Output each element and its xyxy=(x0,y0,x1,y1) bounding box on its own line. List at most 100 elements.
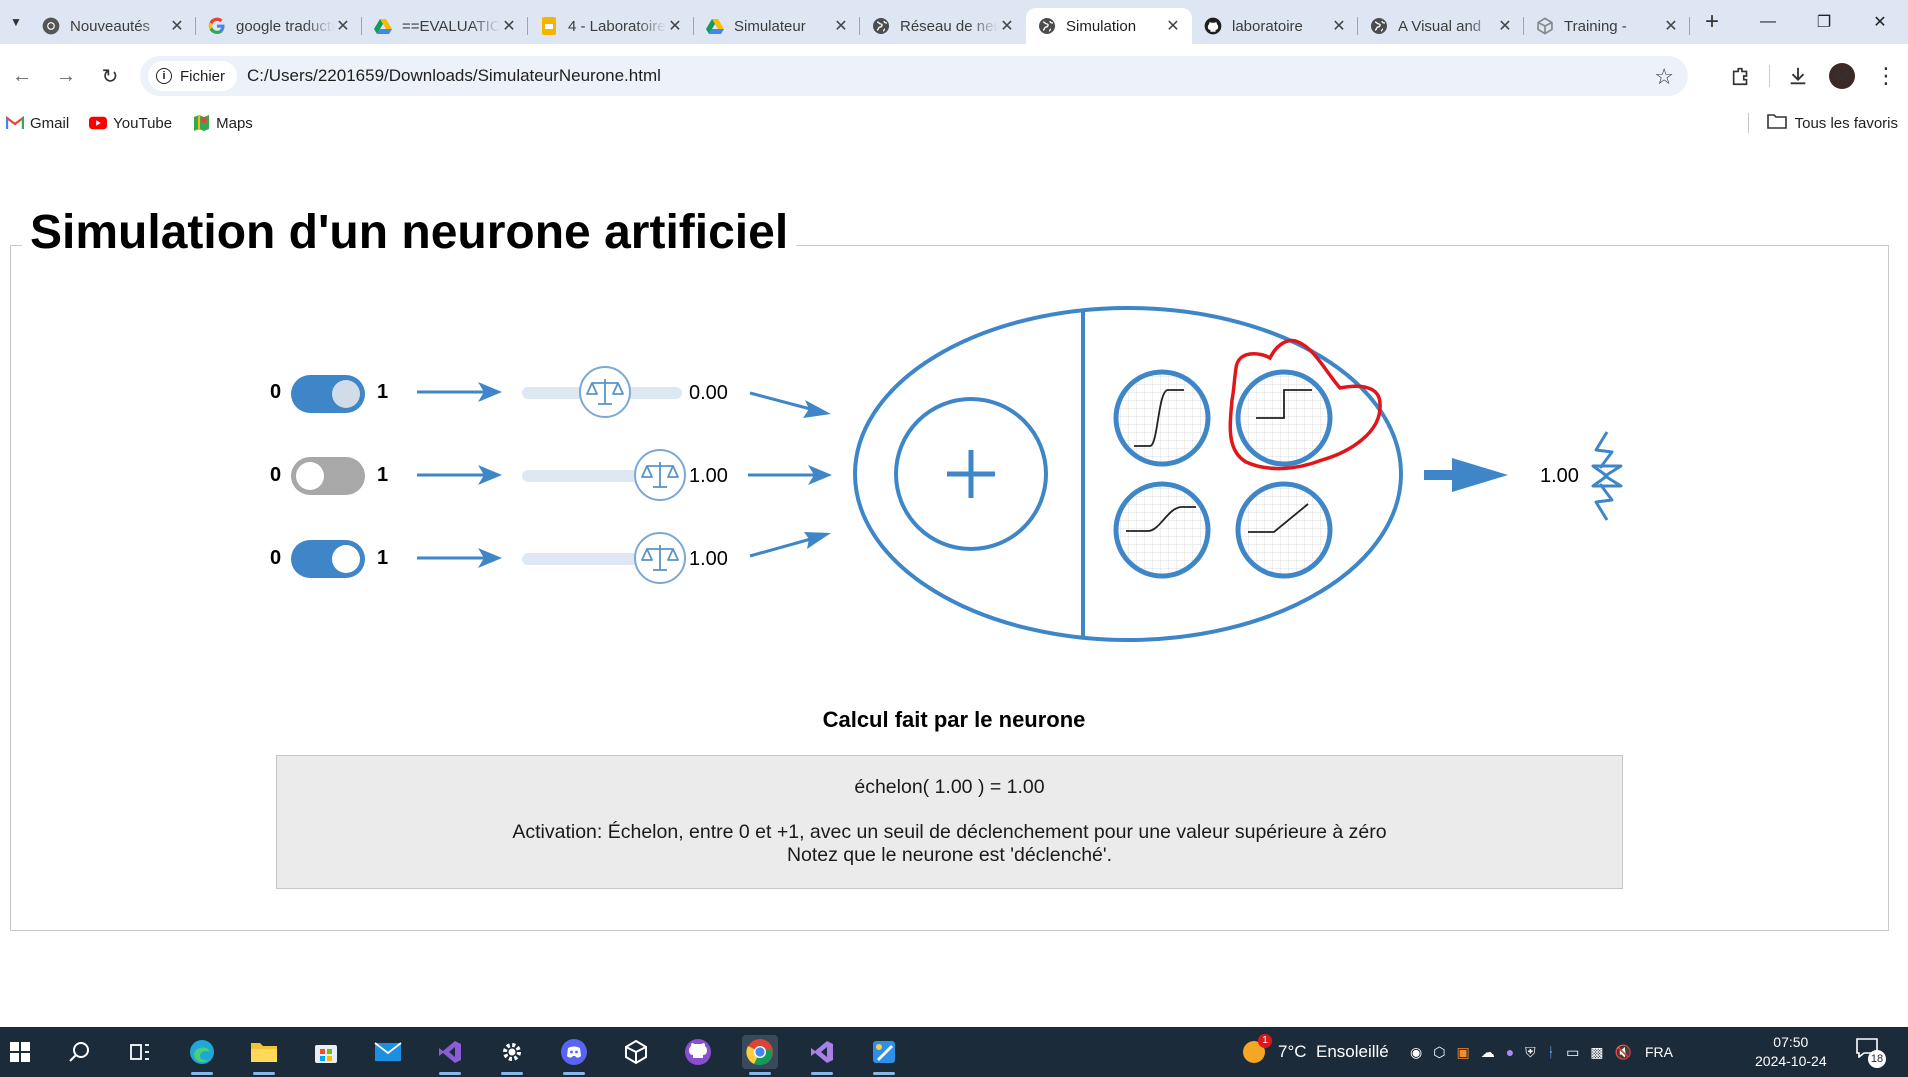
tab-2[interactable]: google traduction✕ xyxy=(196,8,362,44)
chrome-icon[interactable] xyxy=(742,1035,778,1075)
menu-kebab-icon[interactable]: ⋮ xyxy=(1875,63,1897,88)
tab-close-icon[interactable]: ✕ xyxy=(1664,18,1678,35)
url-text[interactable]: C:/Users/2201659/Downloads/SimulateurNeu… xyxy=(247,66,661,85)
google-slides-icon xyxy=(540,17,558,35)
xampp-tray-icon[interactable]: ▣ xyxy=(1456,1043,1470,1060)
search-icon[interactable] xyxy=(62,1035,98,1069)
plus-icon xyxy=(947,450,995,498)
calc-description: Activation: Échelon, entre 0 et +1, avec… xyxy=(277,821,1622,867)
discord-tray-icon[interactable]: ◉ xyxy=(1410,1043,1423,1060)
tab-close-icon[interactable]: ✕ xyxy=(668,18,682,35)
paint-icon[interactable] xyxy=(866,1035,902,1075)
forward-arrow-icon[interactable]: → xyxy=(56,64,76,87)
input-3-arrow xyxy=(417,548,502,568)
tab-5[interactable]: Simulateur✕ xyxy=(694,8,860,44)
all-bookmarks[interactable]: Tous les favoris xyxy=(1747,108,1898,138)
volume-muted-icon[interactable]: 🔇 xyxy=(1614,1043,1632,1060)
mail-icon[interactable] xyxy=(370,1035,406,1069)
download-icon[interactable] xyxy=(1776,65,1820,87)
weight-2-thumb-scale-icon[interactable] xyxy=(634,449,686,501)
tab-10[interactable]: Training -✕ xyxy=(1524,8,1690,44)
new-tab-button[interactable]: + xyxy=(1704,8,1719,35)
tab-close-icon[interactable]: ✕ xyxy=(170,18,184,35)
minimize-icon[interactable]: — xyxy=(1760,13,1776,30)
network-icon[interactable]: ▩ xyxy=(1590,1043,1604,1060)
back-arrow-icon[interactable]: ← xyxy=(12,64,32,87)
bookmark-maps[interactable]: Maps xyxy=(192,114,253,132)
input-3-on-label: 1 xyxy=(377,547,389,569)
extensions-icon[interactable] xyxy=(1719,65,1763,87)
tab-9[interactable]: A Visual and ✕ xyxy=(1358,8,1524,44)
windows-start-icon[interactable] xyxy=(2,1035,38,1069)
input-2-toggle[interactable] xyxy=(291,457,365,495)
weight-1-thumb-scale-icon[interactable] xyxy=(579,366,631,418)
settings-gear-icon[interactable] xyxy=(494,1035,530,1075)
tab-search-chevron-icon[interactable]: ▼ xyxy=(10,15,22,29)
notification-center-icon[interactable]: 18 xyxy=(1856,1038,1886,1068)
language-indicator[interactable]: FRA xyxy=(1644,1044,1673,1060)
activation-linear-ramp-button[interactable] xyxy=(1235,481,1333,579)
unity-tray-icon[interactable]: ⬡ xyxy=(1433,1043,1446,1060)
toggle-knob xyxy=(332,380,360,408)
activation-smooth-ramp-button[interactable] xyxy=(1113,481,1211,579)
weight-3-arrow xyxy=(749,532,831,558)
bookmark-star-icon[interactable]: ☆ xyxy=(1654,64,1674,89)
bluetooth-icon[interactable]: ᚽ xyxy=(1546,1044,1556,1060)
calc-box: échelon( 1.00 ) = 1.00 Activation: Échel… xyxy=(276,755,1623,889)
profile-avatar[interactable]: M xyxy=(1829,63,1855,89)
tab-8[interactable]: laboratoire✕ xyxy=(1192,8,1358,44)
unity-icon[interactable] xyxy=(618,1035,654,1069)
close-window-icon[interactable]: ✕ xyxy=(1873,14,1887,31)
weather-widget[interactable]: 1 7°C Ensoleillé xyxy=(1240,1027,1389,1077)
site-info-chip[interactable]: i Fichier xyxy=(148,61,238,91)
input-3-toggle[interactable] xyxy=(291,540,365,578)
onedrive-cloud-icon[interactable]: ☁ xyxy=(1480,1043,1495,1060)
tab-1[interactable]: Nouveautés✕ xyxy=(30,8,196,44)
toggle-knob xyxy=(296,462,324,490)
activation-sigmoid-button[interactable] xyxy=(1113,369,1211,467)
tab-title: Réseau de neurones xyxy=(900,17,998,35)
restore-icon[interactable]: ❐ xyxy=(1816,14,1832,31)
tab-7[interactable]: Simulation✕ xyxy=(1026,8,1192,44)
tab-close-icon[interactable]: ✕ xyxy=(834,18,848,35)
visual-studio-2-icon[interactable] xyxy=(804,1035,840,1075)
tab-title: A Visual and xyxy=(1398,17,1482,35)
tab-close-icon[interactable]: ✕ xyxy=(336,18,350,35)
linear-ramp-curve-icon xyxy=(1248,503,1309,533)
address-bar[interactable]: i Fichier C:/Users/2201659/Downloads/Sim… xyxy=(140,56,1688,96)
discord-icon[interactable] xyxy=(556,1035,592,1075)
calc-title: Calcul fait par le neurone xyxy=(822,707,1086,732)
activation-step-button[interactable] xyxy=(1235,369,1333,467)
calc-description-line-1: Activation: Échelon, entre 0 et +1, avec… xyxy=(512,821,1387,843)
tab-3[interactable]: ==EVALUATION✕ xyxy=(362,8,528,44)
weight-3-thumb-scale-icon[interactable] xyxy=(634,532,686,584)
input-1-toggle[interactable] xyxy=(291,375,365,413)
bookmark-youtube[interactable]: YouTube xyxy=(89,114,172,132)
battery-icon[interactable]: ▭ xyxy=(1566,1043,1580,1060)
tab-close-icon[interactable]: ✕ xyxy=(1332,18,1346,35)
output-value: 1.00 xyxy=(1540,465,1579,487)
site-info-label: Fichier xyxy=(180,67,226,85)
reload-icon[interactable]: ↻ xyxy=(101,65,119,88)
tab-4[interactable]: 4 - Laboratoire✕ xyxy=(528,8,694,44)
tab-close-icon[interactable]: ✕ xyxy=(502,18,516,35)
github-desktop-icon[interactable] xyxy=(680,1035,716,1069)
tab-close-icon[interactable]: ✕ xyxy=(1000,18,1014,35)
file-explorer-icon[interactable] xyxy=(246,1035,282,1075)
tab-6[interactable]: Réseau de neurones✕ xyxy=(860,8,1026,44)
store-icon[interactable] xyxy=(308,1035,344,1069)
teams-tray-icon[interactable]: ● xyxy=(1505,1044,1515,1060)
clock-time: 07:50 xyxy=(1773,1034,1809,1050)
step-curve-icon xyxy=(1256,389,1312,419)
bookmark-gmail[interactable]: Gmail xyxy=(6,114,69,132)
task-view-icon[interactable] xyxy=(122,1035,158,1069)
sigmoid-curve-icon xyxy=(1134,389,1184,447)
edge-icon[interactable] xyxy=(184,1035,220,1075)
weather-badge: 1 xyxy=(1258,1034,1272,1048)
tab-close-icon[interactable]: ✕ xyxy=(1498,18,1512,35)
tab-close-icon[interactable]: ✕ xyxy=(1166,18,1180,35)
visual-studio-icon[interactable] xyxy=(432,1035,468,1075)
lightning-firing-icon xyxy=(1591,431,1623,521)
security-tray-icon[interactable]: ⛨ xyxy=(1525,1043,1536,1060)
clock[interactable]: 07:50 2024-10-24 xyxy=(1755,1033,1827,1071)
